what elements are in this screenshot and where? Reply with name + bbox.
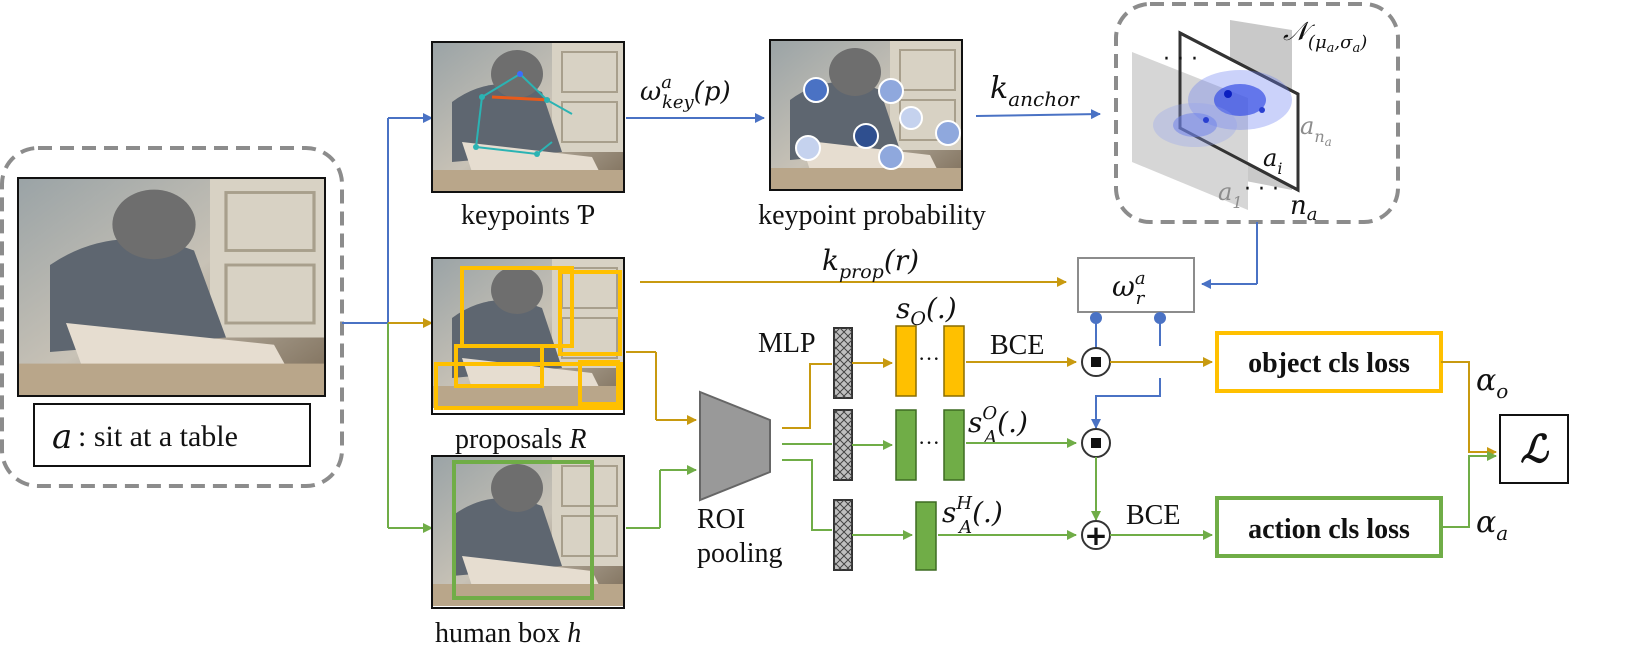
- action-text: : sit at a table: [78, 420, 238, 453]
- total-loss-label: ℒ: [1520, 426, 1549, 471]
- s-o-label: sO(.): [896, 292, 957, 330]
- alpha-o-label: αo: [1476, 363, 1508, 403]
- slice-an-label: ana: [1300, 112, 1332, 149]
- k-anchor-label: kanchor: [990, 71, 1080, 111]
- proposals-label: proposals R: [455, 424, 586, 455]
- svg-text:· · ·: · · ·: [1163, 47, 1198, 72]
- action-label-box: [33, 403, 311, 467]
- keypoints-label: keypoints Ƥ: [461, 200, 595, 231]
- object-score-bar-1: [895, 325, 917, 397]
- k-prop-label: kprop(r): [822, 244, 919, 283]
- gaussian-dist-label: 𝒩(μa,σa): [1283, 17, 1367, 56]
- action-symbol: a: [52, 417, 72, 457]
- action-human-bar: [915, 501, 937, 571]
- total-loss-box: [1499, 414, 1569, 484]
- roi-label-2: pooling: [697, 538, 783, 569]
- object-score-dots: ···: [918, 346, 940, 371]
- keypoint-probability-label: keypoint probability: [758, 200, 986, 231]
- bce-label-1: BCE: [990, 330, 1044, 361]
- omega-r-box: [1077, 257, 1195, 313]
- input-panel: [0, 146, 344, 488]
- action-cls-loss-label: action cls loss: [1248, 514, 1410, 545]
- keypoints-image: [431, 41, 625, 193]
- mlp-label: MLP: [758, 328, 816, 359]
- roi-pooling-block: [699, 390, 771, 502]
- alpha-a-label: αa: [1476, 505, 1508, 545]
- slice-na-label: na: [1290, 191, 1317, 225]
- action-object-dots: ···: [918, 430, 940, 455]
- action-object-bar-n: [943, 409, 965, 481]
- bce-label-2: BCE: [1126, 500, 1180, 531]
- action-cls-loss-box: [1215, 496, 1443, 558]
- svg-text:· · ·: · · ·: [1244, 177, 1279, 202]
- object-score-bar-n: [943, 325, 965, 397]
- proposals-image: [431, 257, 625, 410]
- human-box-label: human box h: [435, 618, 581, 649]
- human-box-image: [431, 455, 625, 607]
- input-image: [16, 176, 327, 398]
- action-object-bar-1: [895, 409, 917, 481]
- roi-label-1: ROI: [697, 504, 745, 535]
- gaussian-slices: · · · · · ·: [1132, 20, 1300, 210]
- object-cls-loss-label: object cls loss: [1248, 348, 1410, 379]
- svg-text:+: +: [1084, 519, 1107, 552]
- keypoint-probability-image: [769, 39, 963, 191]
